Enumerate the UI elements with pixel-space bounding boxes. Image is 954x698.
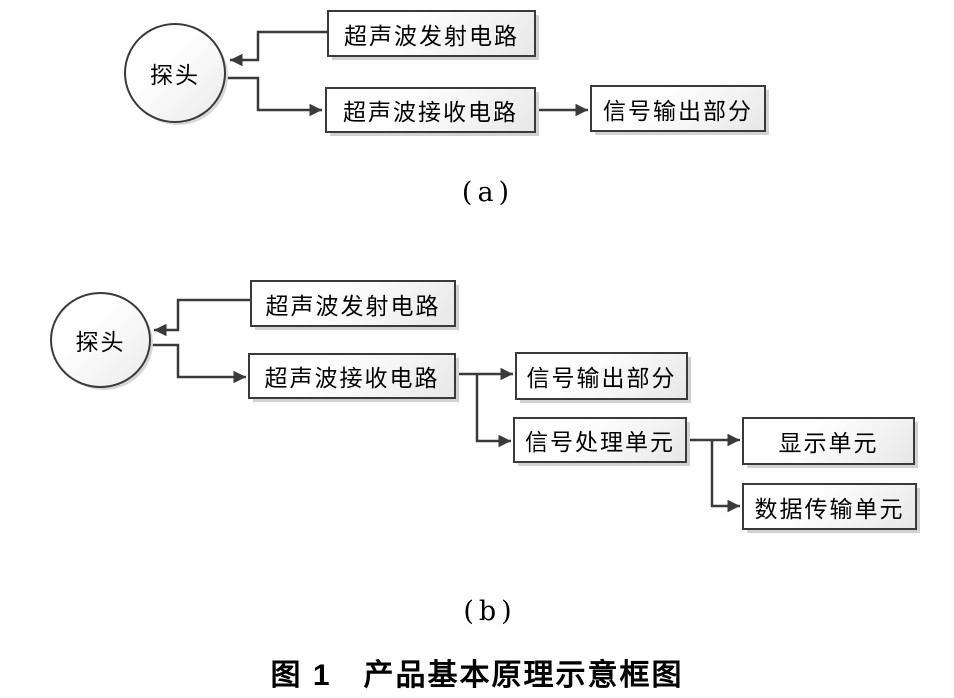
node-signal-process-b: 信号处理单元 bbox=[513, 417, 687, 463]
node-receive-circuit-a: 超声波接收电路 bbox=[325, 87, 536, 133]
edge-b-receive-to-process bbox=[475, 374, 511, 448]
node-data-transfer-unit-b: 数据传输单元 bbox=[742, 483, 917, 530]
node-transmit-circuit-b: 超声波发射电路 bbox=[250, 280, 456, 327]
panel-b-label: (b) bbox=[463, 596, 517, 627]
node-signal-output-a: 信号输出部分 bbox=[590, 85, 766, 132]
edge-a-probe-to-receive bbox=[226, 76, 322, 117]
edge-b-probe-to-receive bbox=[150, 343, 246, 384]
node-probe-b: 探头 bbox=[50, 292, 151, 388]
node-display-unit-b: 显示单元 bbox=[742, 417, 915, 465]
edge-b-process-to-transfer bbox=[710, 440, 740, 513]
figure-caption: 图 1 产品基本原理示意框图 bbox=[270, 659, 684, 692]
edge-a-transmit-to-probe bbox=[230, 30, 327, 67]
panel-a-label: (a) bbox=[461, 177, 515, 208]
edge-b-transmit-to-probe bbox=[154, 298, 250, 337]
node-probe-a: 探头 bbox=[124, 23, 226, 123]
node-transmit-circuit-a: 超声波发射电路 bbox=[327, 10, 536, 57]
node-signal-output-b: 信号输出部分 bbox=[515, 352, 688, 400]
node-receive-circuit-b: 超声波接收电路 bbox=[248, 353, 456, 399]
